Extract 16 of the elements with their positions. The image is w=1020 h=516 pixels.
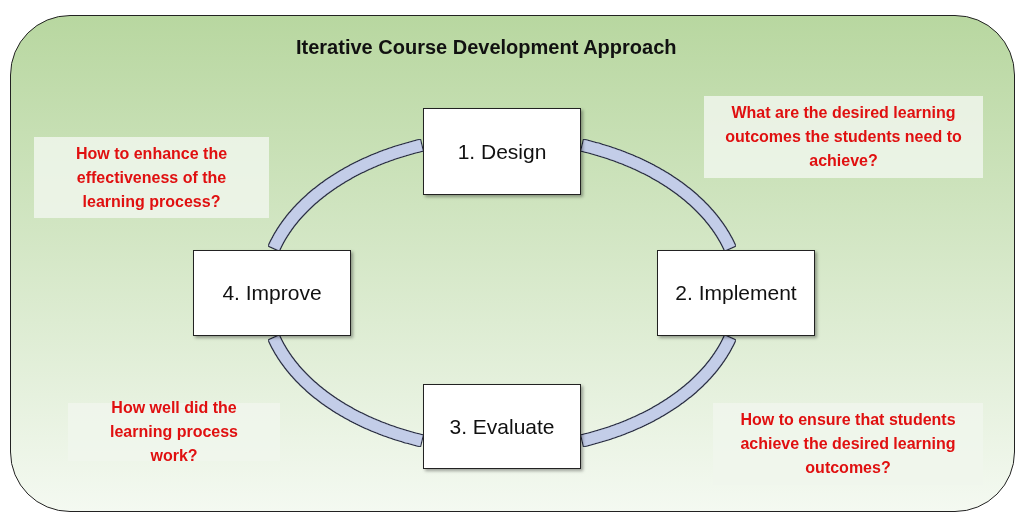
process-box [193, 250, 351, 336]
question-note [34, 137, 269, 218]
background-panel [10, 15, 1015, 512]
step-label: 3. Evaluate [449, 414, 555, 439]
question-text: What are the desired learning outcomes the students need to achieve? [724, 103, 963, 171]
panel-heading: Iterative Course Development Approach [296, 36, 677, 59]
process-box [657, 250, 815, 336]
process-box [423, 108, 581, 195]
question-text: How to ensure that students achieve the desired learning outcomes? [739, 410, 957, 478]
question-text: How well did the learning process work? [108, 398, 239, 466]
step-label: 1. Design [457, 139, 547, 164]
step-label: 2. Implement [675, 281, 797, 305]
question-note [704, 96, 983, 178]
question-text: How to enhance the effectiveness of the learning process? [74, 143, 229, 212]
step-label: 4. Improve [222, 281, 322, 305]
process-box [423, 384, 581, 469]
